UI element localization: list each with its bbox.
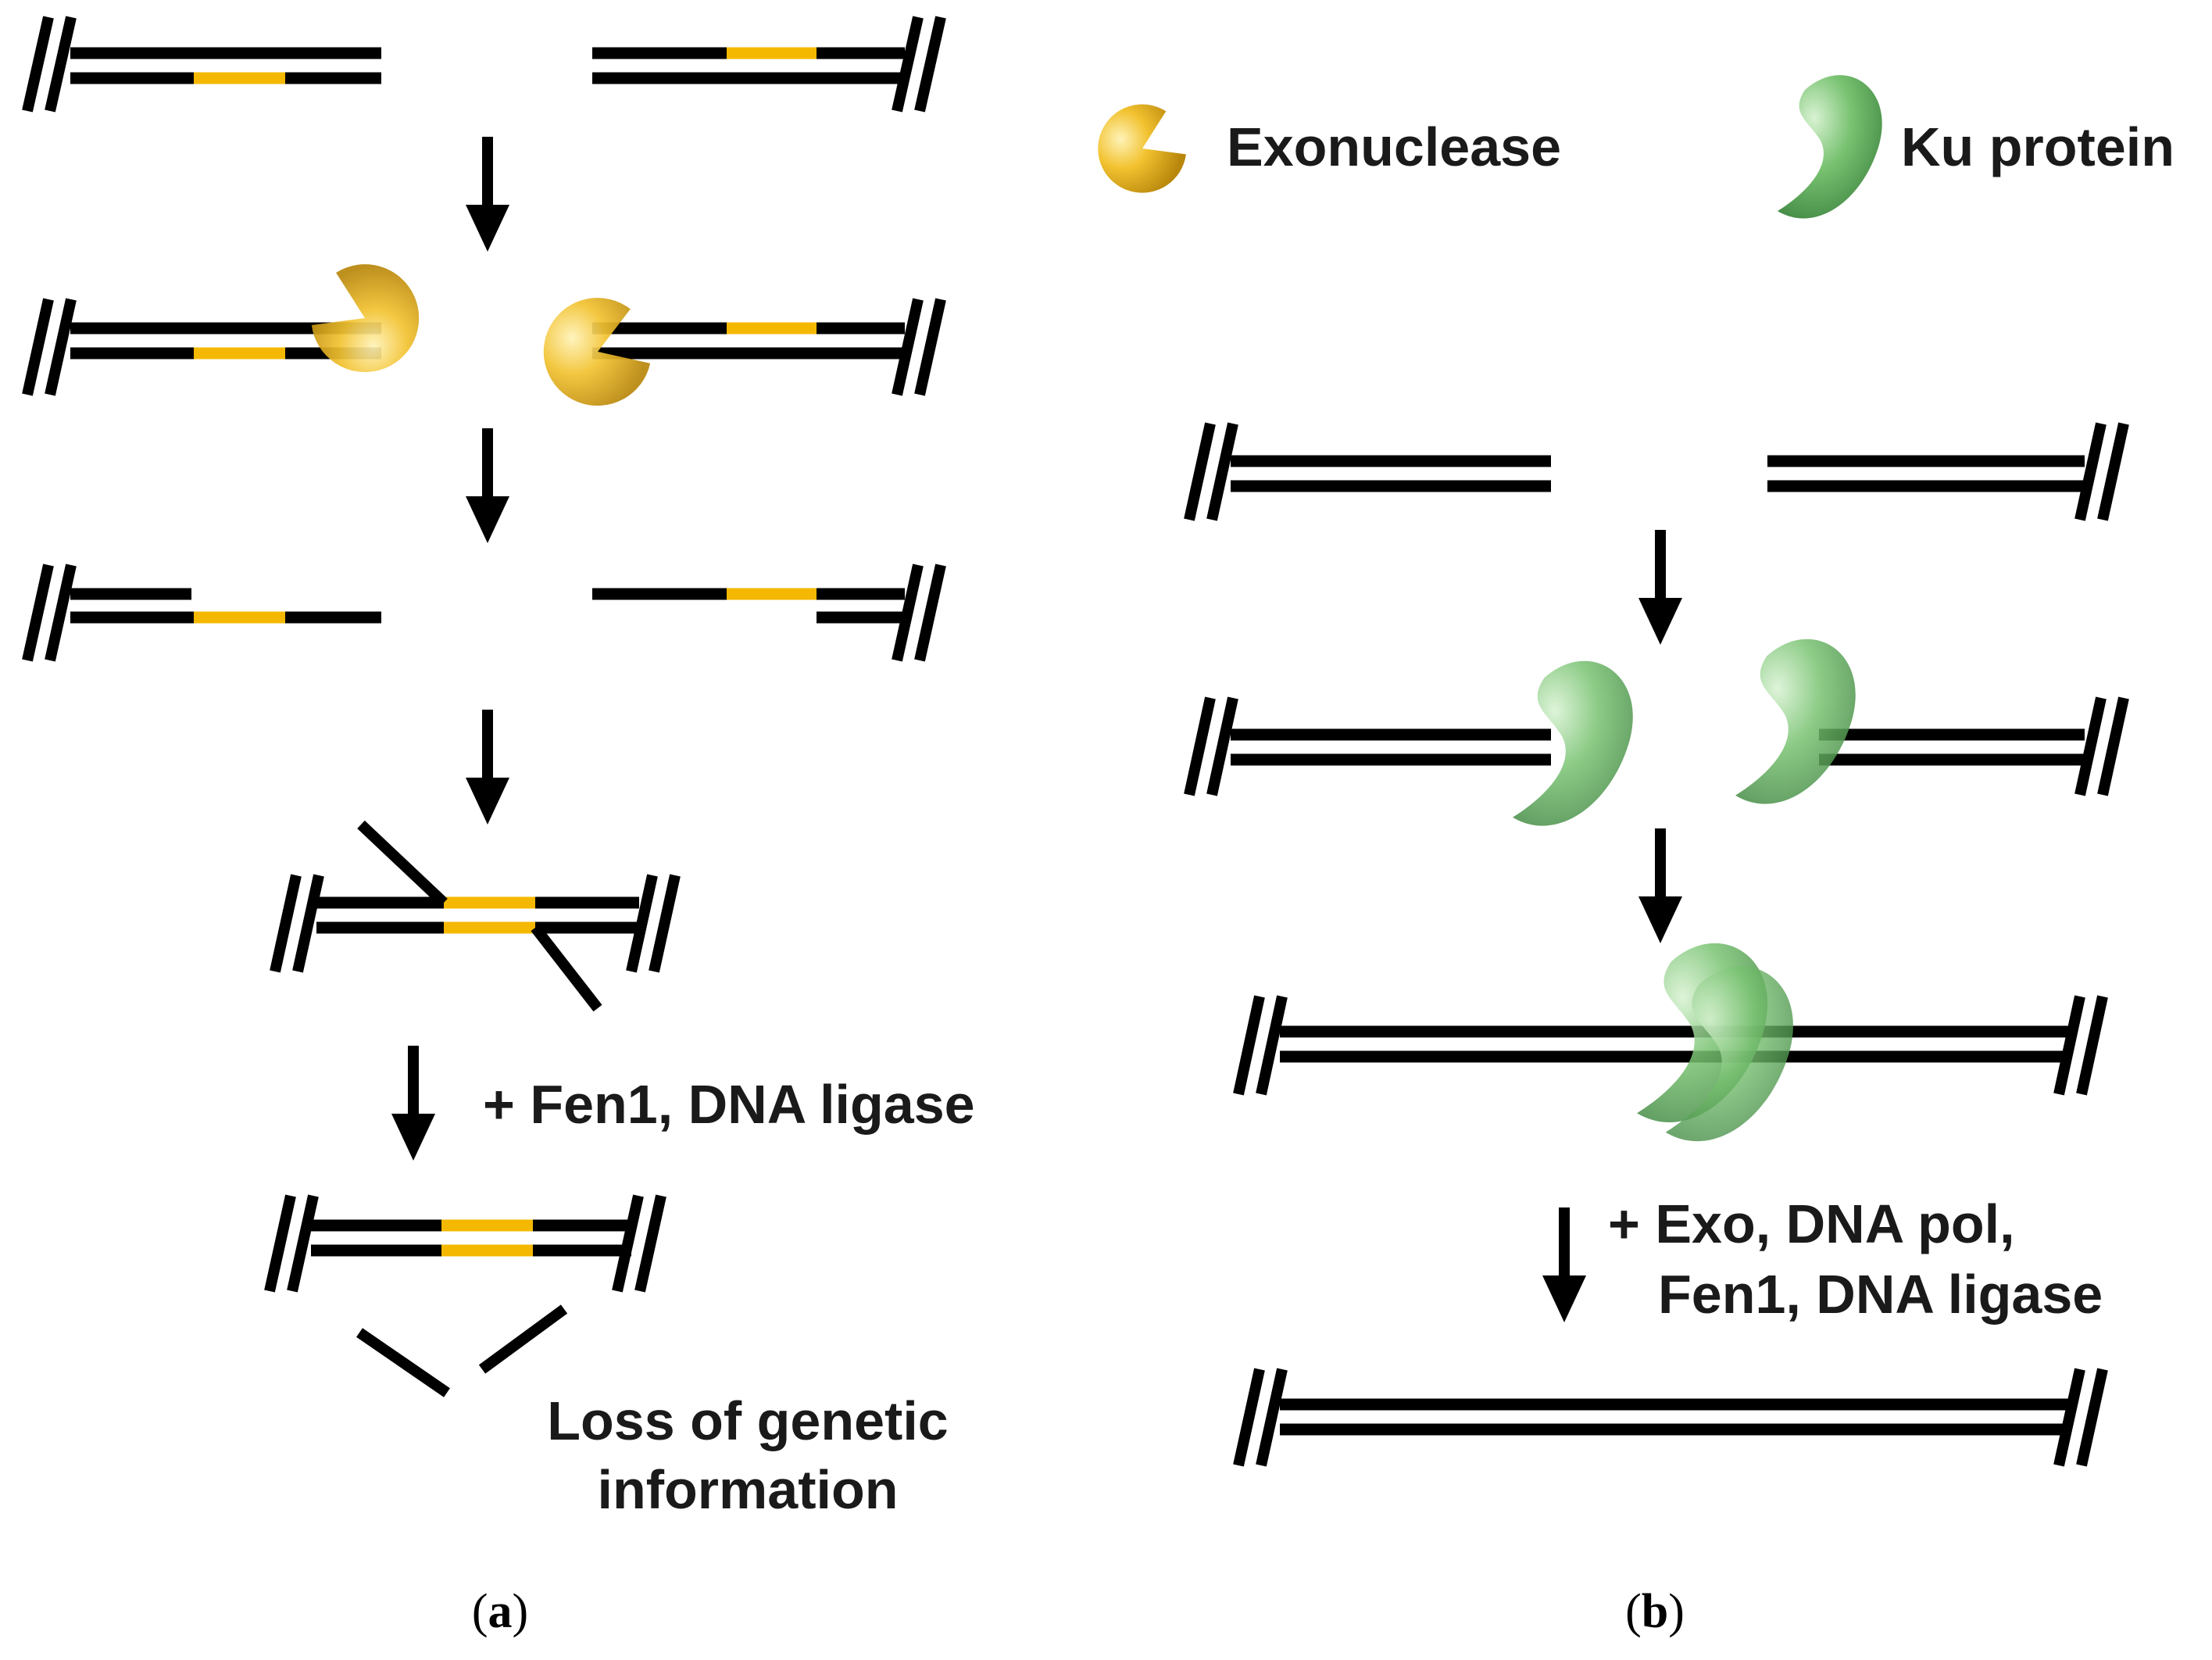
dna-flap	[356, 1328, 450, 1397]
ligation-note: + Fen1, DNA ligase	[483, 1074, 975, 1135]
break-mark	[892, 298, 924, 396]
removed-flaps	[356, 1304, 568, 1397]
panel-a: + Fen1, DNA ligase Loss of genetic infor…	[22, 16, 975, 1638]
break-mark	[2053, 1368, 2085, 1467]
break-mark	[2076, 995, 2108, 1096]
exonuclease-icon	[301, 249, 437, 390]
break-mark	[22, 16, 54, 113]
break-mark	[292, 874, 324, 973]
break-mark	[649, 874, 681, 973]
a-row3-dna	[22, 563, 946, 662]
ku-protein-icon	[1513, 660, 1633, 826]
break-mark	[270, 874, 302, 973]
break-mark	[22, 298, 54, 396]
break-mark	[892, 16, 924, 113]
break-mark	[45, 16, 77, 113]
repair-note-line1: + Exo, DNA pol,	[1608, 1193, 2015, 1254]
exonuclease-pacman-icon	[1083, 92, 1195, 208]
break-mark	[914, 563, 946, 662]
break-mark	[1184, 422, 1216, 521]
b-row4-product	[1233, 1368, 2108, 1467]
break-mark	[1256, 995, 1288, 1096]
panel-a-caption: (a)	[472, 1585, 528, 1638]
loss-note-line1: Loss of genetic	[547, 1390, 948, 1451]
legend-exonuclease-label: Exonuclease	[1227, 116, 1561, 177]
legend-ku-label: Ku protein	[1901, 116, 2174, 177]
arrow-down-icon	[466, 710, 509, 825]
break-mark	[1206, 696, 1238, 796]
break-mark	[1184, 696, 1216, 796]
break-mark	[264, 1194, 296, 1293]
break-mark	[612, 1194, 644, 1293]
break-mark	[287, 1194, 319, 1293]
arrow-down-icon	[391, 1046, 435, 1161]
a-row1-dna	[22, 16, 946, 113]
break-mark	[2074, 422, 2107, 521]
break-mark	[2097, 422, 2129, 521]
break-mark	[892, 563, 924, 662]
break-mark	[914, 298, 946, 396]
break-mark	[2053, 995, 2085, 1096]
arrow-down-icon	[1638, 828, 1682, 943]
break-mark	[22, 563, 54, 662]
a-row2-dna	[22, 249, 946, 421]
arrow-down-icon	[466, 428, 509, 543]
dna-flap	[531, 924, 602, 1012]
loss-note-line2: information	[598, 1459, 899, 1520]
break-mark	[1256, 1368, 1288, 1467]
panel-b-caption: (b)	[1625, 1585, 1685, 1638]
arrow-down-icon	[1638, 530, 1682, 645]
ku-crescent-icon	[1778, 75, 1882, 219]
break-mark	[626, 874, 658, 973]
break-mark	[45, 298, 77, 396]
a-row4-annealed	[270, 820, 681, 1012]
b-row1-dna	[1184, 422, 2129, 521]
break-mark	[914, 16, 946, 113]
break-mark	[1233, 995, 1265, 1096]
break-mark	[634, 1194, 666, 1293]
repair-note-line2: Fen1, DNA ligase	[1658, 1264, 2103, 1325]
break-mark	[2097, 696, 2129, 796]
panel-b: Exonuclease Ku protein	[1083, 75, 2174, 1638]
break-mark	[1206, 422, 1238, 521]
break-mark	[45, 563, 77, 662]
break-mark	[1233, 1368, 1265, 1467]
arrow-down-icon	[466, 137, 509, 252]
break-mark	[2076, 1368, 2108, 1467]
dna-flap	[478, 1304, 568, 1374]
break-mark	[2074, 696, 2107, 796]
dna-flap	[357, 820, 448, 907]
b-row3-synapsis	[1233, 943, 2108, 1142]
a-row5-product	[264, 1194, 666, 1293]
arrow-down-icon	[1542, 1207, 1586, 1322]
legend: Exonuclease Ku protein	[1083, 75, 2174, 219]
b-row2-dna	[1184, 639, 2129, 826]
ku-protein-icon	[1735, 639, 1856, 804]
